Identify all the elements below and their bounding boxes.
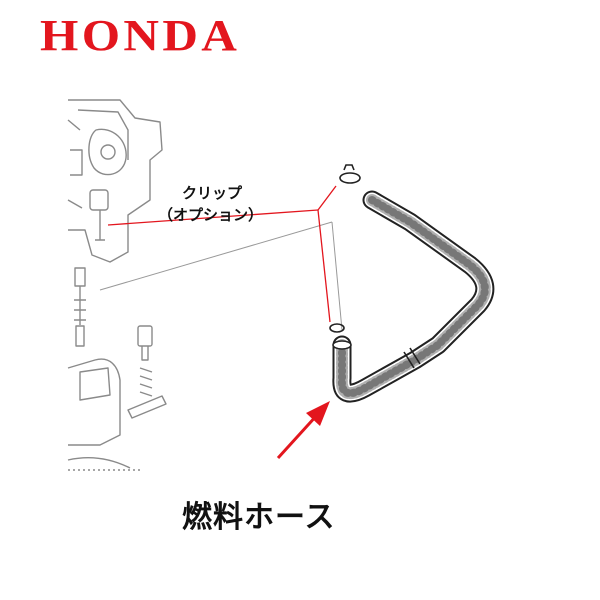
guide-lines xyxy=(99,221,343,331)
carburetor-drawing xyxy=(67,99,167,471)
fuel-hose xyxy=(332,190,495,403)
clip-leader-lines xyxy=(107,185,337,323)
arrow-icon xyxy=(276,401,330,460)
hose-joint xyxy=(403,347,421,369)
clip-top xyxy=(339,164,361,184)
honda-logo: HONDA xyxy=(40,11,241,60)
clip-bottom xyxy=(329,323,345,333)
part-name-caption: 燃料ホース xyxy=(182,500,336,535)
clip-option-label: （オプション） xyxy=(158,206,264,224)
hose-end-cap xyxy=(332,340,352,350)
clip-label: クリップ xyxy=(182,184,243,202)
